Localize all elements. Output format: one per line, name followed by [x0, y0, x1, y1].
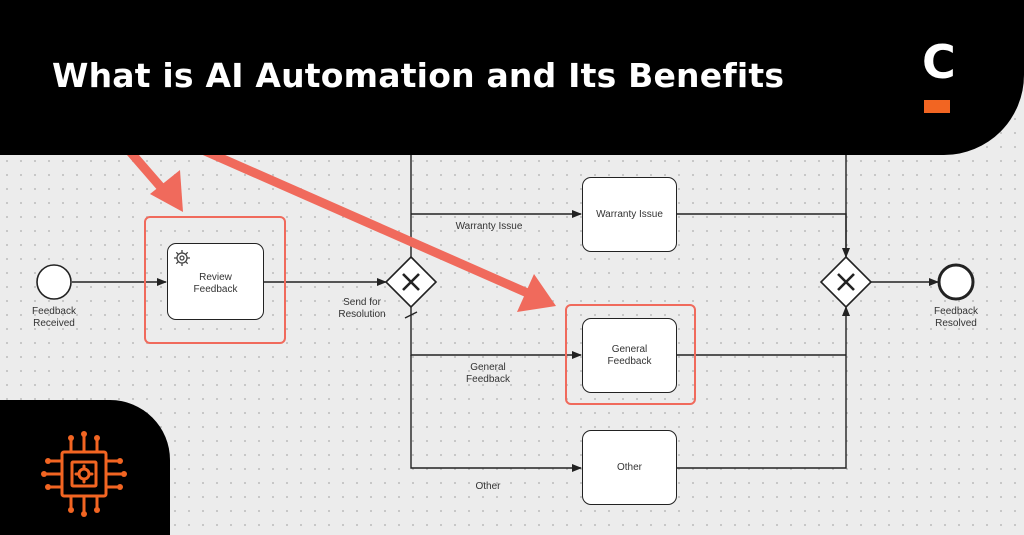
logo-letter: C [922, 35, 956, 89]
other-flow-label: Other [475, 481, 501, 492]
send-for-resolution-label: Send for Resolution [338, 297, 386, 320]
annotation-arrowhead-general [517, 274, 556, 312]
exclusive-gateway-merge [819, 255, 873, 309]
task-general-label: General Feedback [607, 343, 652, 367]
task-other-label: Other [616, 461, 642, 473]
flow-other-to-merge [677, 306, 850, 469]
annotation-arrow-general [175, 135, 537, 300]
start-event [36, 264, 72, 300]
highlight-review [144, 216, 286, 344]
end-event [937, 263, 975, 301]
logo-accent-bar [924, 100, 950, 113]
flow-to-other [410, 355, 582, 472]
highlight-general [565, 304, 696, 405]
task-warranty-label: Warranty Issue [596, 208, 663, 220]
task-other[interactable]: Other [582, 430, 677, 505]
page-title: What is AI Automation and Its Benefits [52, 56, 785, 95]
brand-logo: C [922, 34, 956, 120]
default-flow-marker [404, 311, 418, 319]
task-review-feedback[interactable]: Review Feedback [167, 243, 264, 320]
exclusive-gateway-split [384, 255, 438, 309]
warranty-flow-label: Warranty Issue [455, 221, 523, 232]
end-event-label: Feedback Resolved [934, 306, 978, 329]
annotation-arrowhead-review [150, 170, 183, 212]
task-review-label: Review Feedback [193, 271, 238, 295]
general-flow-label: General Feedback [466, 362, 510, 385]
task-warranty-issue[interactable]: Warranty Issue [582, 177, 677, 252]
gear-icon [174, 250, 190, 266]
cpu-chip-icon [41, 431, 127, 517]
task-general-feedback[interactable]: General Feedback [582, 318, 677, 393]
title-banner: What is AI Automation and Its Benefits C [0, 0, 1024, 155]
start-event-label: Feedback Received [32, 306, 76, 329]
